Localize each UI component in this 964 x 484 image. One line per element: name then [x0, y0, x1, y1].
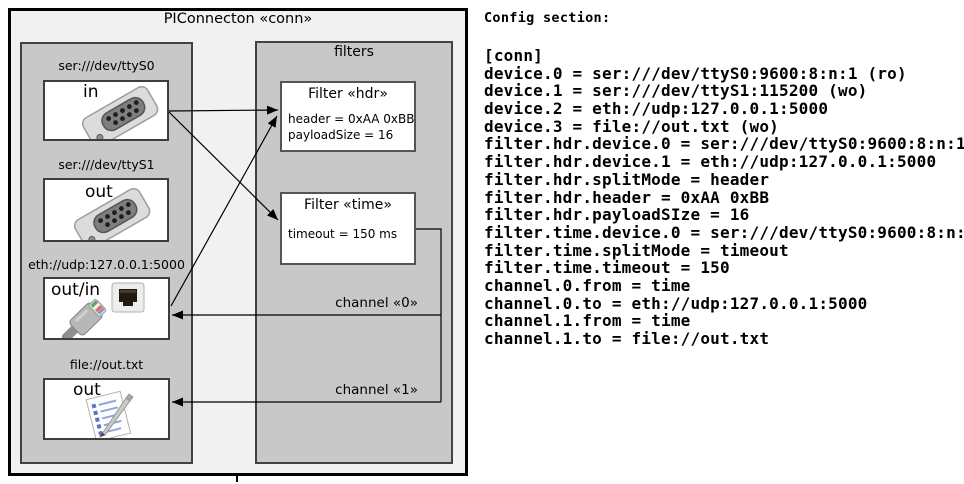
config-heading: Config section:: [484, 10, 611, 26]
filter-attribute: header = 0xAA 0xBB: [288, 112, 415, 126]
config-line: device.0 = ser:///dev/ttyS0:9600:8:n:1 (…: [484, 63, 907, 83]
filter-title: Filter «time»: [304, 197, 392, 213]
filter-attribute: payloadSize = 16: [288, 128, 394, 142]
config-line: channel.0.from = time: [484, 275, 691, 295]
device-port-label: out: [85, 182, 113, 202]
config-line: [conn]: [484, 46, 543, 65]
filter-title: Filter «hdr»: [308, 86, 388, 102]
config-line: device.2 = eth://udp:127.0.0.1:5000: [484, 99, 829, 119]
config-line: filter.hdr.payloadSIze = 16: [484, 205, 750, 225]
config-line: filter.hdr.device.0 = ser:///dev/ttyS0:9…: [484, 134, 964, 154]
serial-connector-icon: [81, 86, 159, 139]
ethernet-jack-icon: [111, 282, 145, 313]
device-label-file: file://out.txt: [69, 357, 144, 372]
diagram-title: PIConnecton «conn»: [163, 11, 313, 27]
config-line: channel.1.to = file://out.txt: [484, 329, 770, 348]
notepad-icon: [85, 391, 134, 438]
config-line: filter.hdr.device.1 = eth://udp:127.0.0.…: [484, 152, 937, 172]
config-line: filter.hdr.header = 0xAA 0xBB: [484, 187, 770, 207]
filter-attribute: timeout = 150 ms: [288, 227, 398, 241]
device-box-ttys1: out: [43, 178, 169, 242]
filter-time-box: Filter «time» timeout = 150 ms: [280, 192, 416, 265]
device-box-file: out: [43, 378, 170, 440]
device-box-eth: out/in: [43, 277, 170, 340]
filters-panel-title: filters: [334, 44, 374, 60]
config-line: device.3 = file://out.txt (wo): [484, 116, 779, 136]
config-line: device.1 = ser:///dev/ttyS1:115200 (wo): [484, 81, 868, 101]
channel-0-label: channel «0»: [335, 295, 418, 311]
filter-hdr-box: Filter «hdr» header = 0xAA 0xBB payloadS…: [280, 81, 416, 152]
config-line: filter.time.splitMode = timeout: [484, 240, 789, 260]
config-line: channel.1.from = time: [484, 311, 691, 331]
config-line: filter.hdr.splitMode = header: [484, 169, 770, 189]
config-line: filter.time.timeout = 150: [484, 258, 730, 278]
device-label-eth: eth://udp:127.0.0.1:5000: [28, 257, 185, 272]
config-line: filter.time.device.0 = ser:///dev/ttyS0:…: [484, 222, 964, 242]
ethernet-plug-icon: [61, 298, 107, 338]
config-line: channel.0.to = eth://udp:127.0.0.1:5000: [484, 293, 868, 313]
channel-1-label: channel «1»: [335, 382, 418, 398]
device-label-ttys1: ser:///dev/ttyS1: [58, 157, 155, 172]
device-port-label: out: [73, 380, 101, 400]
device-label-ttys0: ser:///dev/ttyS0: [58, 58, 155, 73]
device-box-ttys0: in: [43, 80, 169, 141]
device-port-label: out/in: [51, 280, 101, 300]
config-lines: [conn] device.0 = ser:///dev/ttyS0:9600:…: [484, 47, 964, 348]
device-port-label: in: [83, 82, 99, 102]
serial-connector-icon: [73, 188, 151, 240]
